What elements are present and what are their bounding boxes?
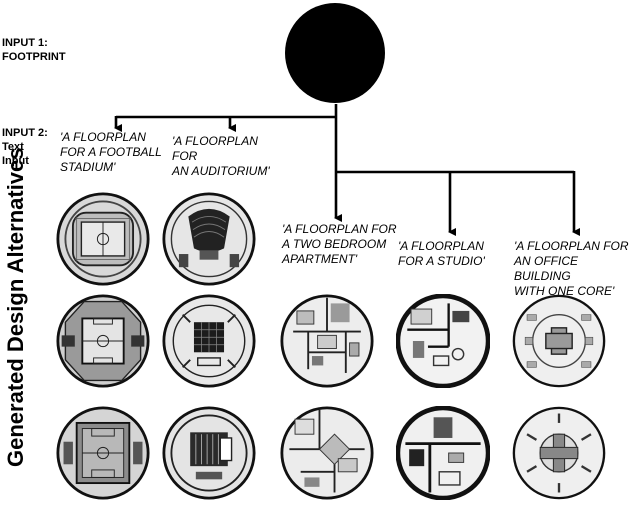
prompt-auditorium: 'A FLOORPLAN FOR AN AUDITORIUM' (172, 134, 270, 178)
plan-apartment-2 (280, 406, 374, 500)
prompt-office: 'A FLOORPLAN FOR AN OFFICE BUILDING WITH… (514, 239, 629, 298)
plan-studio-1 (396, 294, 490, 388)
plan-office-2 (512, 406, 606, 500)
plan-auditorium-3 (162, 406, 256, 500)
plan-stadium-1 (56, 192, 150, 286)
plan-auditorium-1 (162, 192, 256, 286)
prompt-apartment: 'A FLOORPLAN FOR A TWO BEDROOM APARTMENT… (282, 222, 397, 266)
prompt-studio: 'A FLOORPLAN FOR A STUDIO' (398, 239, 485, 268)
plan-auditorium-2 (162, 294, 256, 388)
prompt-stadium: 'A FLOORPLAN FOR A FOOTBALL STADIUM' (60, 130, 162, 174)
input1-label: INPUT 1: FOOTPRINT (2, 37, 66, 63)
plan-office-1 (512, 294, 606, 388)
footprint-circle (285, 3, 385, 103)
side-title: Generated Design Alternatives (3, 147, 28, 467)
plan-stadium-2 (56, 294, 150, 388)
plan-stadium-3 (56, 406, 150, 500)
plan-studio-2 (396, 406, 490, 500)
input2-label: INPUT 2: Text Input (2, 127, 48, 167)
plan-apartment-1 (280, 294, 374, 388)
